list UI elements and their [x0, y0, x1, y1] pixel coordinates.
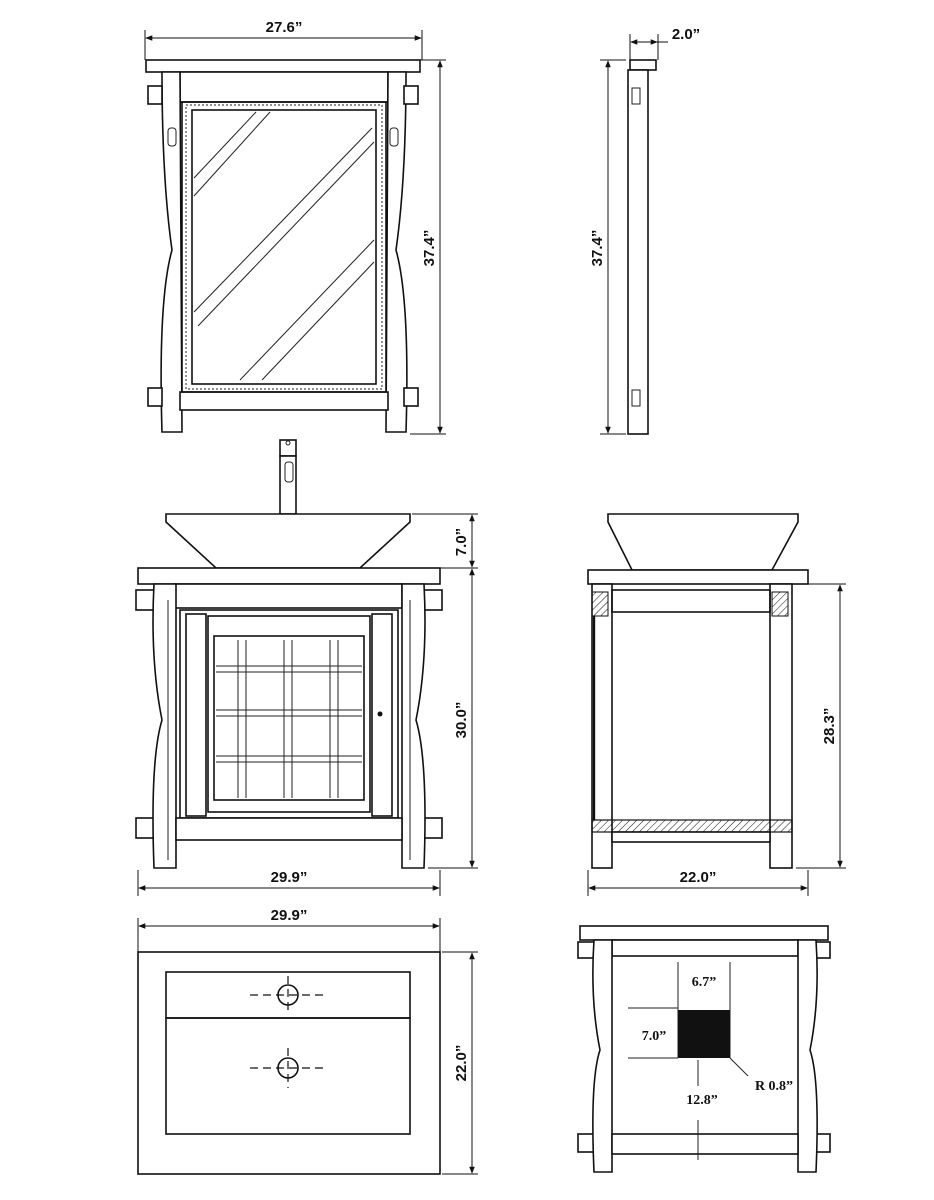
top-width-label: 29.9” [271, 907, 308, 924]
side-depth-label: 22.0” [680, 869, 717, 886]
offset-label: 12.8” [686, 1093, 718, 1108]
plumbing-cutout [678, 1010, 730, 1058]
faucet-body [279, 455, 297, 515]
mirror-side-profile [627, 69, 649, 435]
vanity-front-view: 7.0” [135, 439, 478, 896]
cabinet-door [207, 615, 371, 813]
side-bottom-shelf [591, 819, 793, 833]
mirror-side-view: 2.0” 37.4” [589, 26, 700, 435]
faucet-handle [279, 439, 297, 457]
side-height-label: 28.3” [821, 708, 838, 745]
door-knob [377, 711, 383, 717]
vanity-left-leg [152, 583, 177, 869]
mirror-front-view: 27.6” 37.4” [144, 19, 446, 435]
vanity-side-view: 28.3” 22.0” [587, 513, 846, 896]
radius-label: R 0.8” [755, 1079, 793, 1094]
cutout-width-label: 6.7” [692, 975, 717, 990]
vanity-width-label: 29.9” [271, 869, 308, 886]
top-outline [137, 951, 441, 1175]
mirror-left-post [160, 71, 183, 433]
top-sink-cutout [165, 1017, 411, 1135]
vanity-top [137, 567, 441, 585]
top-view: 29.9” 22.0” [137, 907, 478, 1175]
mirror-height-label: 37.4” [421, 230, 438, 267]
mirror-side-height-label: 37.4” [589, 230, 606, 267]
cutout-height-label: 7.0” [642, 1029, 667, 1044]
vanity-right-leg [401, 583, 426, 869]
mirror-glass [191, 109, 377, 385]
mirror-right-post [385, 71, 408, 433]
top-depth-label: 22.0” [453, 1045, 470, 1082]
side-vessel-sink [607, 513, 799, 571]
mirror-bottom-rail [179, 391, 389, 411]
vanity-height-label: 30.0” [453, 702, 470, 739]
mirror-top-rail [179, 71, 389, 103]
side-vanity-top [587, 569, 809, 585]
bowl-height-label: 7.0” [453, 528, 470, 556]
mirror-width-label: 27.6” [266, 19, 303, 36]
vessel-sink [165, 513, 411, 569]
back-top [579, 925, 829, 941]
mirror-depth-label: 2.0” [672, 26, 700, 43]
back-view: 6.7” 7.0” R 0.8” 12.8” [577, 925, 831, 1173]
mirror-top-cap [145, 59, 421, 73]
